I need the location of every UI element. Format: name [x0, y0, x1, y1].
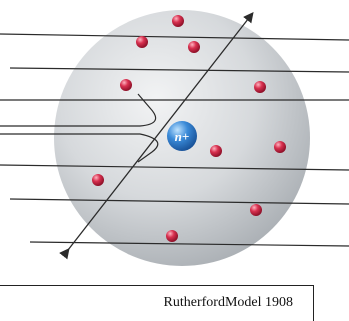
electron [188, 41, 200, 53]
electron [136, 36, 148, 48]
electrons [92, 15, 286, 242]
electron [250, 204, 262, 216]
rutherford-atom-diagram: n+ [0, 10, 349, 266]
caption-text: RutherfordModel 1908 [163, 295, 293, 310]
electron [254, 81, 266, 93]
electron [210, 145, 222, 157]
deflection-arrow [59, 11, 254, 260]
nucleus-label: n+ [175, 129, 190, 144]
nucleus [167, 121, 197, 151]
electron [92, 174, 104, 186]
electron [166, 230, 178, 242]
electron [120, 79, 132, 91]
electron [172, 15, 184, 27]
caption-box: RutherfordModel 1908 [0, 285, 314, 321]
electron [274, 141, 286, 153]
